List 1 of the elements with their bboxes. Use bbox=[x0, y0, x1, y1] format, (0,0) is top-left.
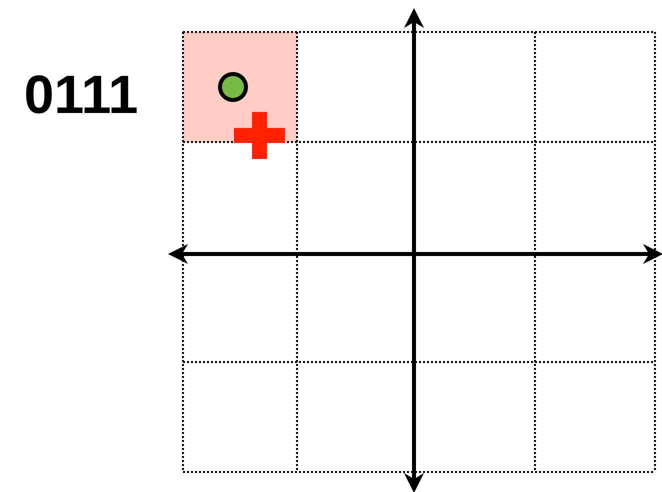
code-label: 0111 bbox=[24, 68, 138, 122]
